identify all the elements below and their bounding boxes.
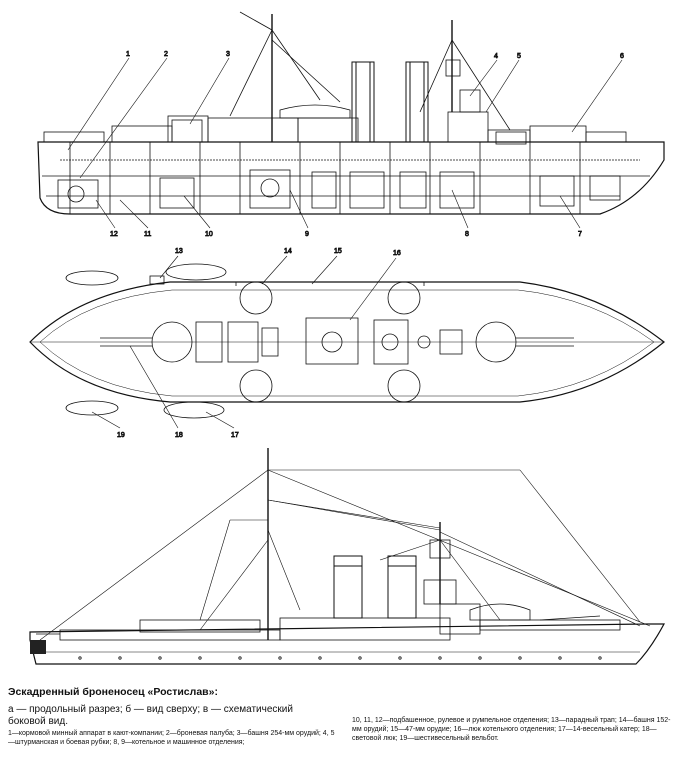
main-turrets [100, 321, 574, 363]
side-superstructure [59, 603, 621, 641]
caption-title: Эскадренный броненосец «Ростислав»: [8, 686, 218, 698]
callout-13: 13 [175, 248, 183, 255]
callout-8: 8 [465, 231, 469, 238]
callout-11: 11 [144, 231, 151, 238]
callout-5: 5 [517, 53, 521, 60]
ship-drawing: 1 2 3 4 5 6 7 8 9 10 11 12 [29, 11, 666, 665]
callout-1: 1 [126, 51, 130, 58]
callout-16: 16 [393, 250, 401, 257]
boats [65, 263, 227, 419]
callout-12: 12 [110, 231, 118, 238]
deck-hatches [195, 317, 463, 365]
caption-legend-left: 1—кормовой минный аппарат в кают-компани… [8, 730, 335, 746]
section-leaders [67, 57, 623, 229]
section-superstructure [43, 104, 627, 143]
callout-14: 14 [284, 248, 292, 255]
bulkheads [69, 142, 581, 214]
callout-17: 17 [231, 432, 239, 439]
callout-6: 6 [620, 53, 624, 60]
callout-15: 15 [334, 248, 342, 255]
side-view [29, 448, 666, 665]
secondary-turrets [235, 281, 425, 403]
callout-10: 10 [205, 231, 213, 238]
side-funnels [333, 555, 417, 619]
callout-18: 18 [175, 432, 183, 439]
figure-caption: Эскадренный броненосец «Ростислав»: а — … [4, 686, 676, 754]
callout-9: 9 [305, 231, 309, 238]
section-aft-turret [171, 119, 203, 143]
callout-19: 19 [117, 432, 125, 439]
side-hull [29, 623, 666, 665]
caption-legend-right: 10, 11, 12—подбашенное, рулевое и румпел… [352, 717, 671, 742]
top-view: 13 14 15 16 17 18 19 [29, 248, 665, 439]
section-hull [37, 141, 665, 215]
rigging [39, 469, 651, 641]
machinery [57, 169, 621, 209]
callout-3: 3 [226, 51, 230, 58]
portholes [78, 656, 602, 660]
section-fore-turret [495, 131, 527, 145]
section-masts [229, 11, 511, 142]
callout-7: 7 [578, 231, 582, 238]
callout-4: 4 [494, 53, 498, 60]
longitudinal-section: 1 2 3 4 5 6 7 8 9 10 11 12 [37, 11, 665, 238]
caption-subtitle: а — продольный разрез; б — вид сверху; в… [8, 704, 293, 727]
callout-2: 2 [164, 51, 168, 58]
section-funnels [351, 61, 429, 143]
